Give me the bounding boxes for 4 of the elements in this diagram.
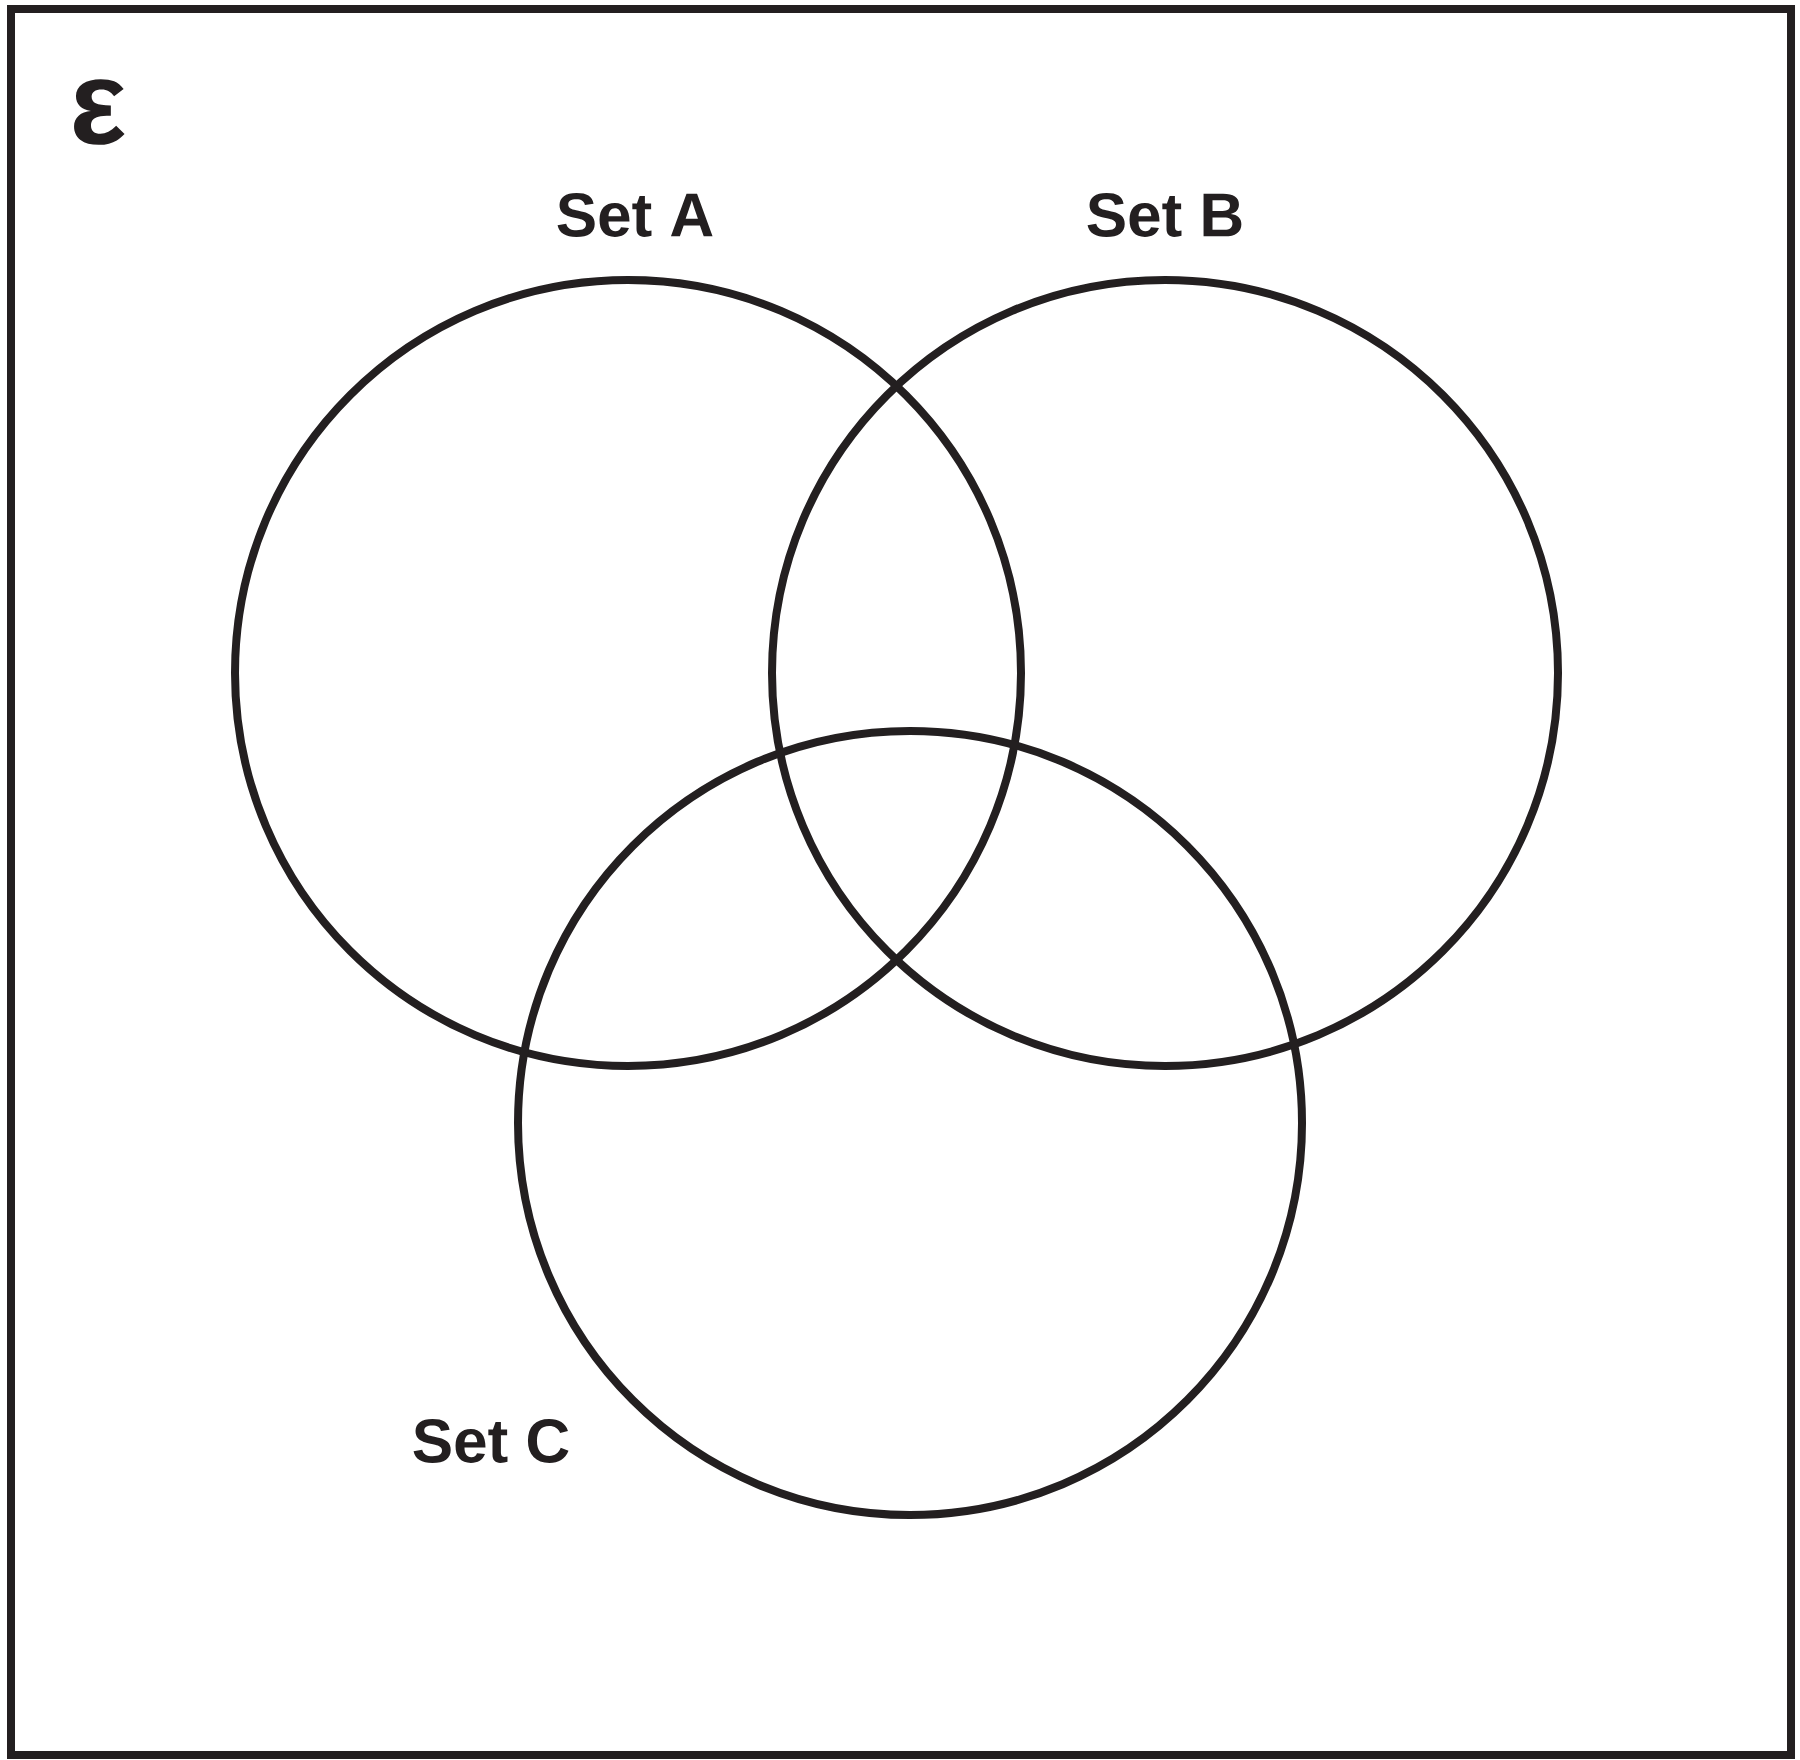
set-label: Set C	[413, 1419, 569, 1463]
set-label: Set A	[557, 193, 713, 237]
universal-set-symbol: ε	[74, 79, 125, 145]
set-label: Set B	[1087, 193, 1242, 237]
